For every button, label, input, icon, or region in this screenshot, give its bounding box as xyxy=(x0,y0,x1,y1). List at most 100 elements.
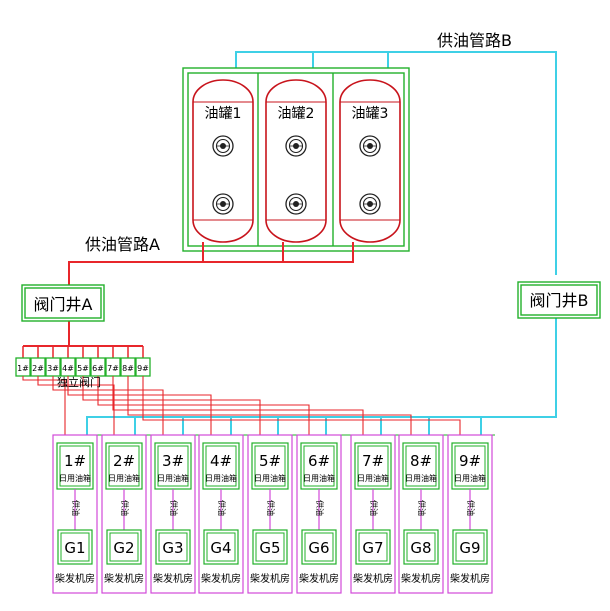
generator-room xyxy=(350,434,396,594)
day-tank-label: 日用油箱 xyxy=(254,473,286,483)
branch-pipe xyxy=(82,376,261,435)
valve-5: 5# xyxy=(75,346,261,435)
outlet-flange-icon xyxy=(212,193,234,215)
supply-label: 供油 xyxy=(315,500,325,516)
valve-1: 1# xyxy=(15,346,66,435)
pipe-a-lines xyxy=(68,242,354,340)
supply-label: 供油 xyxy=(466,500,476,516)
valve-8: 8# xyxy=(120,346,412,435)
room-label: 柴发机房 xyxy=(299,572,339,585)
supply-label: 供油 xyxy=(417,500,427,516)
room-label: 柴发机房 xyxy=(104,572,144,585)
day-tank-label: 日用油箱 xyxy=(108,473,140,483)
generator-units: 1#日用油箱供油G1柴发机房2#日用油箱供油G2柴发机房3#日用油箱供油G3柴发… xyxy=(52,434,495,594)
valve-label: 8# xyxy=(122,364,134,373)
oil-tank-1: 油罐1 xyxy=(192,79,254,243)
generator-label: G8 xyxy=(410,539,431,557)
pipe-b-label: 供油管路B xyxy=(437,31,512,50)
generator-room xyxy=(101,434,147,594)
room-label: 柴发机房 xyxy=(401,572,441,585)
outlet-flange-icon xyxy=(359,193,381,215)
pipe-a-label: 供油管路A xyxy=(85,235,160,254)
supply-label: 供油 xyxy=(71,500,81,516)
generator-room xyxy=(447,434,493,594)
valve-well-b-label: 阀门井B xyxy=(530,291,589,310)
valve-label: 5# xyxy=(77,364,89,373)
room-label: 柴发机房 xyxy=(55,572,95,585)
supply-label: 供油 xyxy=(169,500,179,516)
oil-tank-2: 油罐2 xyxy=(265,79,327,243)
room-label: 柴发机房 xyxy=(201,572,241,585)
valve-label: 4# xyxy=(62,364,74,373)
day-tank-number: 9# xyxy=(459,452,481,470)
generator-label: G1 xyxy=(64,539,85,557)
day-tank-label: 日用油箱 xyxy=(205,473,237,483)
branch-pipe xyxy=(22,376,66,435)
oil-tanks: 油罐1 油罐2 油罐3 xyxy=(192,79,401,243)
generator-label: G6 xyxy=(308,539,329,557)
supply-label: 供油 xyxy=(266,500,276,516)
generator-room xyxy=(247,434,293,594)
generator-room xyxy=(198,434,244,594)
valve-3: 3# xyxy=(45,346,164,435)
day-tank-label: 日用油箱 xyxy=(405,473,437,483)
valve-well-b xyxy=(517,281,601,319)
generator-label: G7 xyxy=(362,539,383,557)
manhole-icon xyxy=(359,135,381,157)
oil-tank-label: 油罐2 xyxy=(278,106,315,122)
generator-label: G3 xyxy=(162,539,183,557)
generator-room xyxy=(296,434,342,594)
day-tank-number: 3# xyxy=(162,452,184,470)
oil-tank-label: 油罐1 xyxy=(205,106,242,122)
day-tank-number: 4# xyxy=(210,452,232,470)
day-tank-number: 7# xyxy=(362,452,384,470)
generator-room xyxy=(52,434,98,594)
generator-label: G9 xyxy=(459,539,480,557)
valve-label: 3# xyxy=(47,364,59,373)
day-tank-number: 1# xyxy=(64,452,86,470)
day-tank-label: 日用油箱 xyxy=(59,473,91,483)
outlet-flange-icon xyxy=(285,193,307,215)
valve-7: 7# xyxy=(105,346,364,435)
room-label: 柴发机房 xyxy=(153,572,193,585)
room-label: 柴发机房 xyxy=(353,572,393,585)
day-tank-label: 日用油箱 xyxy=(454,473,486,483)
oil-tank-3: 油罐3 xyxy=(339,79,401,243)
valve-well-a xyxy=(21,284,105,322)
manhole-icon xyxy=(212,135,234,157)
day-tank-label: 日用油箱 xyxy=(357,473,389,483)
day-tank-number: 5# xyxy=(259,452,281,470)
valve-label: 1# xyxy=(17,364,29,373)
branch-pipe xyxy=(127,376,412,435)
supply-label: 供油 xyxy=(120,500,130,516)
supply-label: 供油 xyxy=(369,500,379,516)
valve-label: 6# xyxy=(92,364,104,373)
valve-well-a-label: 阀门井A xyxy=(34,295,93,314)
independent-valve-label: 独立阀门 xyxy=(57,375,101,389)
valve-label: 2# xyxy=(32,364,44,373)
day-tank-label: 日用油箱 xyxy=(157,473,189,483)
manhole-icon xyxy=(285,135,307,157)
generator-label: G4 xyxy=(210,539,231,557)
room-label: 柴发机房 xyxy=(250,572,290,585)
day-tank-number: 8# xyxy=(410,452,432,470)
generator-room xyxy=(150,434,196,594)
oil-tank-label: 油罐3 xyxy=(352,106,389,122)
day-tank-label: 日用油箱 xyxy=(303,473,335,483)
branch-pipe xyxy=(52,376,164,435)
branch-pipe xyxy=(112,376,364,435)
supply-label: 供油 xyxy=(217,500,227,516)
valve-manifold: 1#2#3#4#5#6#7#8#9# xyxy=(15,340,461,435)
room-label: 柴发机房 xyxy=(450,572,490,585)
day-tank-number: 6# xyxy=(308,452,330,470)
generator-room xyxy=(398,434,444,594)
